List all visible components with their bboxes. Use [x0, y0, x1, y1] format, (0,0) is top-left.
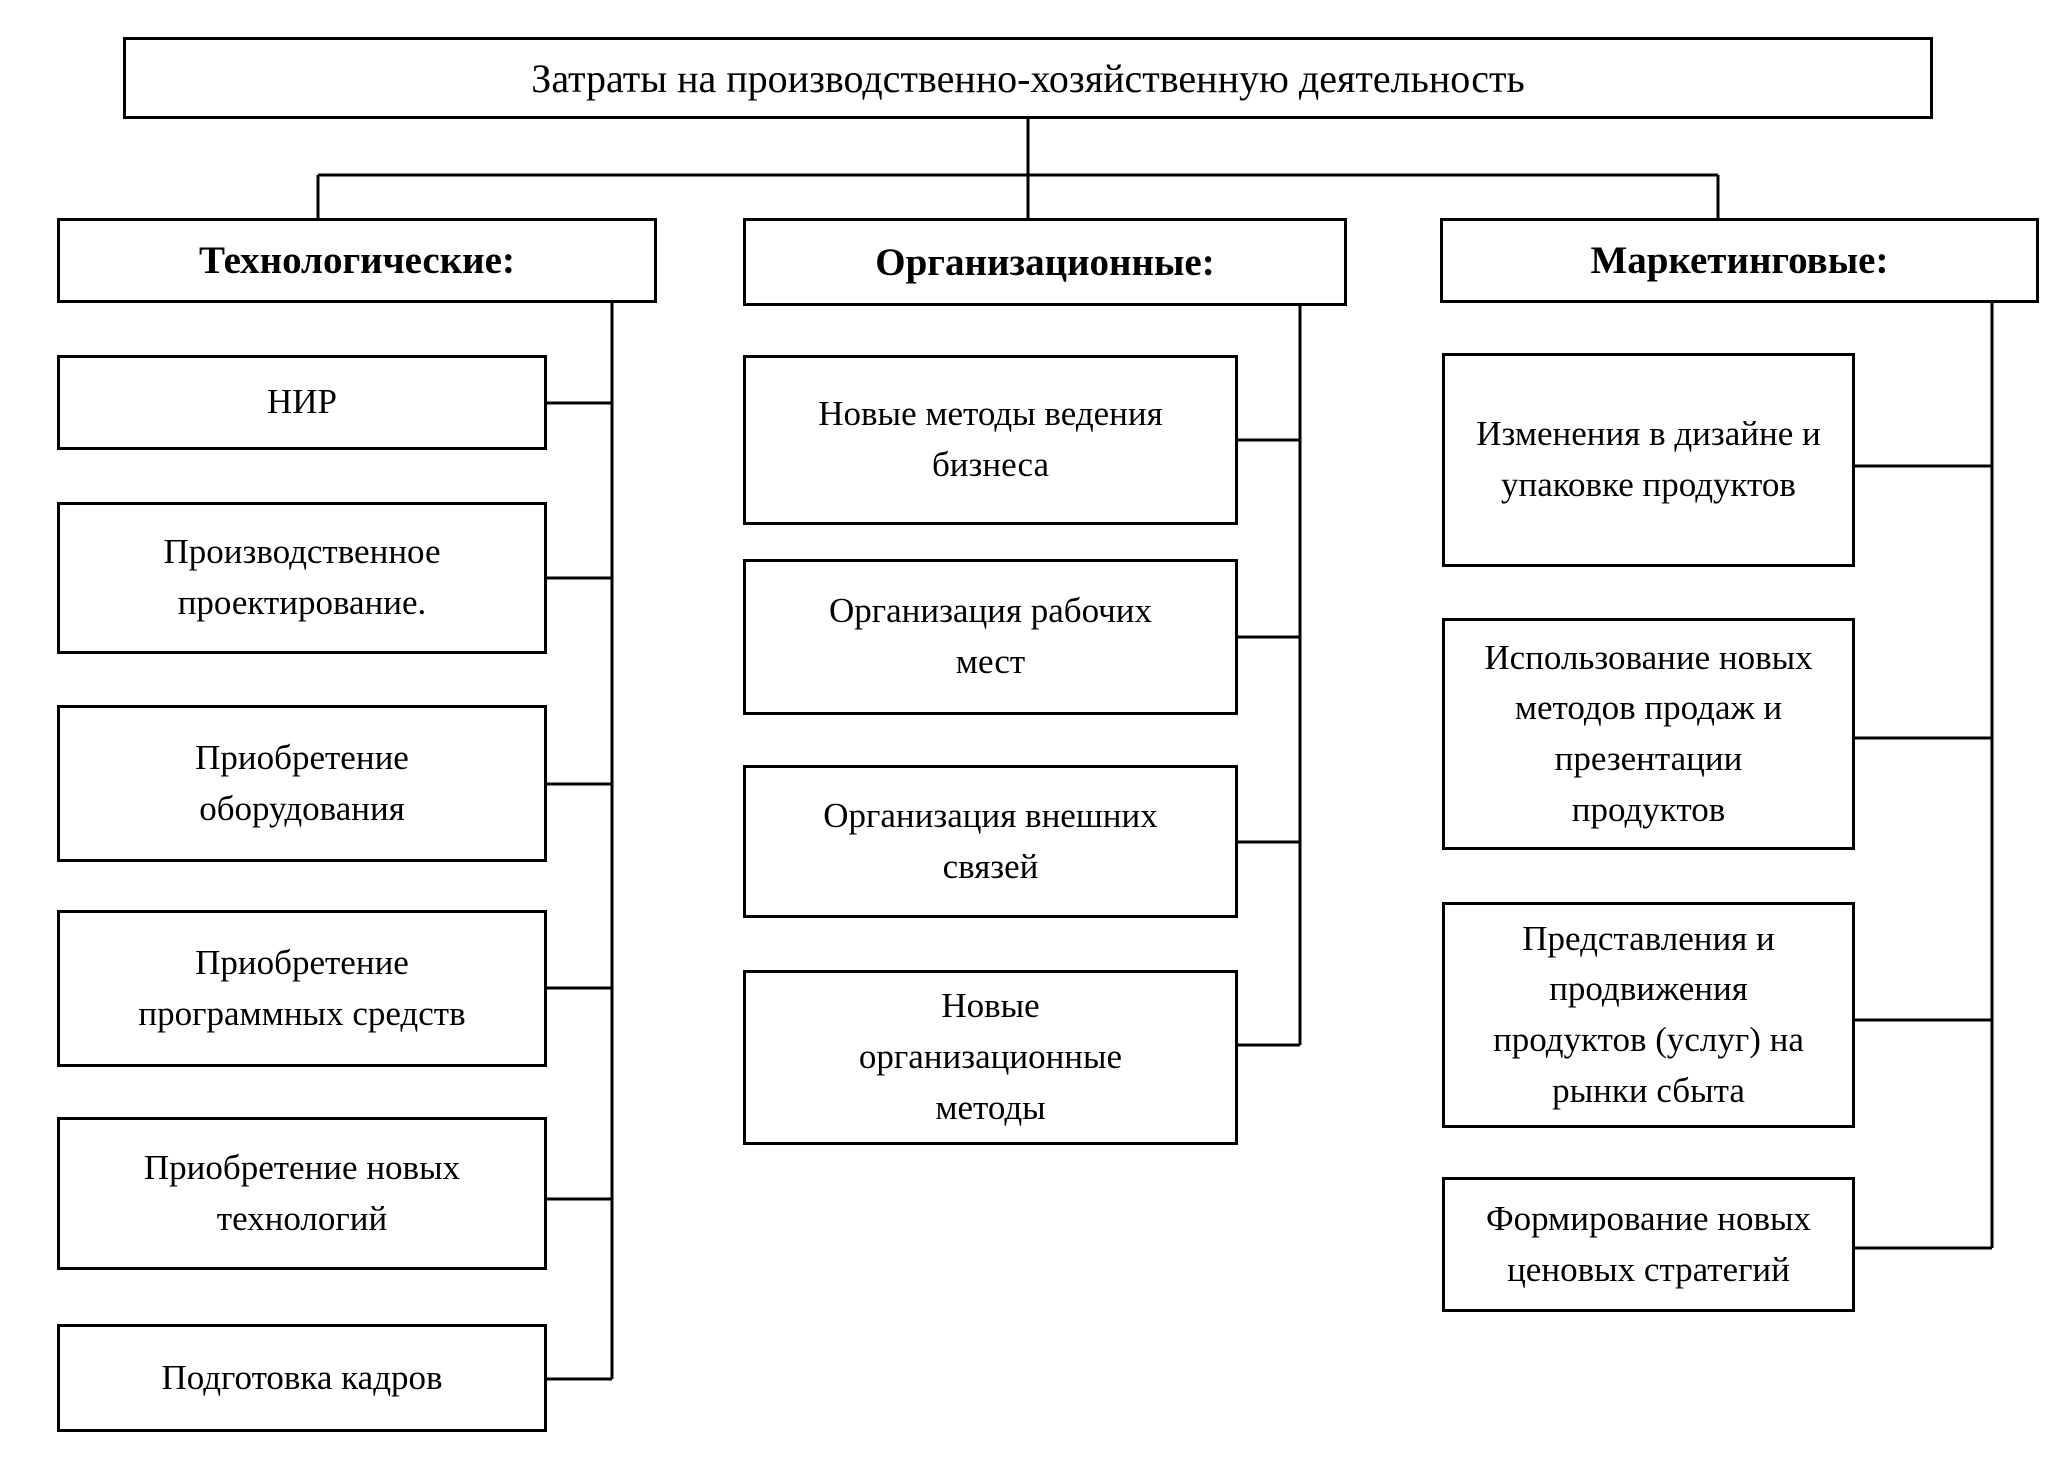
connector-col1-spine: [547, 303, 614, 1381]
connector-col3-spine: [1855, 303, 1994, 1250]
item-rnd: НИР: [57, 355, 547, 450]
item-new-pricing-strategies: Формирование новых ценовых стратегий: [1442, 1177, 1855, 1312]
item-new-organizational-methods: Новые организационные методы: [743, 970, 1238, 1145]
column-header-technological: Технологические:: [57, 218, 657, 303]
item-personnel-training: Подготовка кадров: [57, 1324, 547, 1432]
item-equipment-purchase: Приобретение оборудования: [57, 705, 547, 862]
column-header-organizational: Организационные:: [743, 218, 1347, 306]
item-external-relations-organization: Организация внешних связей: [743, 765, 1238, 918]
item-software-purchase: Приобретение программных средств: [57, 910, 547, 1067]
root-title-box: Затраты на производственно-хозяйственную…: [123, 37, 1933, 119]
item-new-business-methods: Новые методы ведения бизнеса: [743, 355, 1238, 525]
column-header-marketing: Маркетинговые:: [1440, 218, 2039, 303]
item-product-promotion-markets: Представления и продвижения продуктов (у…: [1442, 902, 1855, 1128]
connector-root-tree: [316, 119, 1720, 218]
item-new-technologies-purchase: Приобретение новых технологий: [57, 1117, 547, 1270]
item-workplace-organization: Организация рабочих мест: [743, 559, 1238, 715]
item-new-sales-presentation-methods: Использование новых методов продаж и пре…: [1442, 618, 1855, 850]
connector-col2-spine: [1238, 303, 1302, 1047]
item-production-design: Производственное проектирование.: [57, 502, 547, 654]
item-design-packaging-changes: Изменения в дизайне и упаковке продуктов: [1442, 353, 1855, 567]
